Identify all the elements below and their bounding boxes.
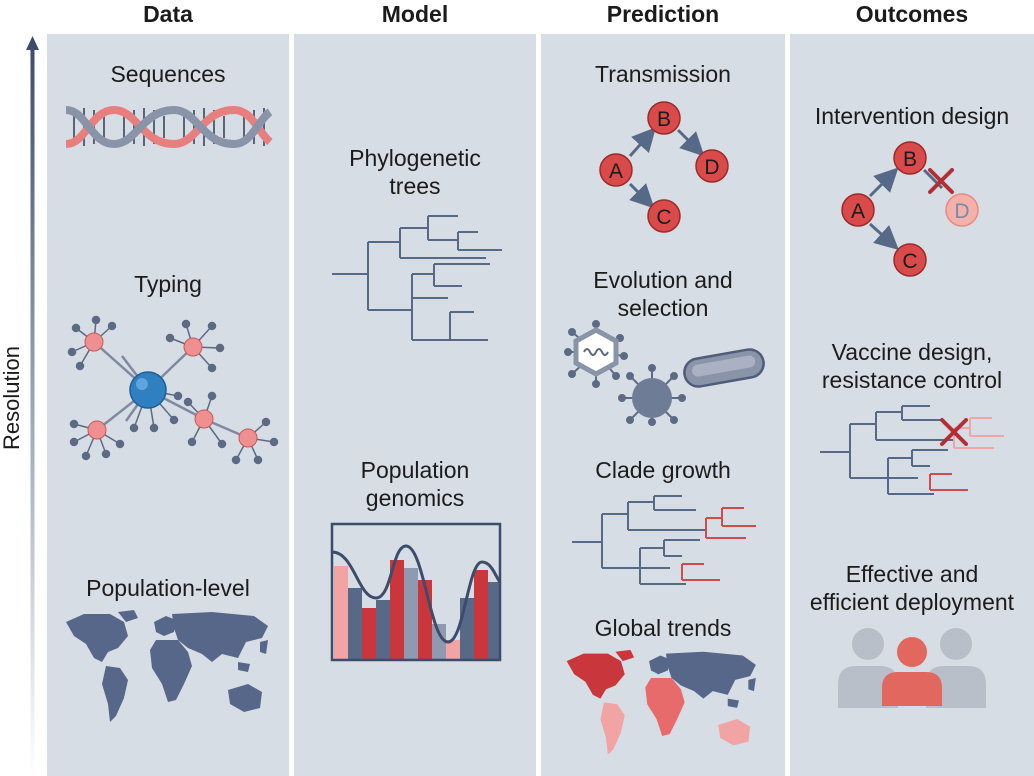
transmission-node-a: A <box>599 153 633 187</box>
svg-text:C: C <box>902 250 917 273</box>
header-prediction: Prediction <box>606 1 720 27</box>
transmission-network: A B D C <box>599 101 729 233</box>
deployment-label-line1: Effective and <box>845 561 979 587</box>
phylogenetic-trees-label-line2: trees <box>389 173 441 199</box>
genomics-bars <box>334 560 500 660</box>
resolution-axis-arrowhead <box>26 36 39 50</box>
deployment-label-line2: efficient deployment <box>809 589 1015 615</box>
population-genomics-label-line1: Population <box>360 457 470 483</box>
dna-icon <box>65 105 273 149</box>
phylogenetic-trees-label-line1: Phylogenetic <box>349 145 481 171</box>
global-trends-label: Global trends <box>594 615 732 641</box>
transmission-node-c: C <box>647 199 681 233</box>
intervention-design-label: Intervention design <box>814 103 1010 129</box>
resolution-axis-line <box>30 44 35 776</box>
svg-text:D: D <box>954 200 969 223</box>
resolution-axis-label: Resolution <box>0 346 24 450</box>
evolution-label-line1: Evolution and <box>593 267 733 293</box>
people-icon <box>838 628 986 708</box>
svg-text:A: A <box>851 200 865 223</box>
pathogen-icons <box>564 320 765 426</box>
svg-text:C: C <box>656 206 671 229</box>
transmission-node-b: B <box>647 101 681 135</box>
clade-growth-tree <box>572 495 756 585</box>
header-model: Model <box>381 1 449 27</box>
vaccine-design-tree <box>820 405 1004 495</box>
resistance-block-x-icon <box>940 418 968 446</box>
header-outcomes: Outcomes <box>855 1 969 27</box>
header-data: Data <box>143 1 193 27</box>
transmission-node-d: D <box>695 149 729 183</box>
world-map-data <box>66 610 268 722</box>
typing-label: Typing <box>134 271 202 297</box>
blocked-transmission-x-icon <box>928 168 954 194</box>
clade-growth-label: Clade growth <box>595 457 731 483</box>
population-genomics-chart <box>330 522 502 662</box>
resolution-axis <box>26 36 39 776</box>
bacterium-icon <box>683 348 765 388</box>
vaccine-design-label-line2: resistance control <box>821 367 1003 393</box>
population-genomics-label-line2: genomics <box>365 485 465 511</box>
evolution-label-line2: selection <box>617 295 709 321</box>
population-level-label: Population-level <box>86 575 250 601</box>
svg-text:B: B <box>657 108 671 131</box>
typing-network <box>67 315 279 465</box>
intervention-node-a: A <box>841 193 875 227</box>
svg-text:D: D <box>704 156 719 179</box>
intervention-node-d: D <box>945 193 979 227</box>
transmission-label: Transmission <box>595 61 731 87</box>
svg-text:B: B <box>903 148 917 171</box>
svg-text:A: A <box>609 160 623 183</box>
vaccine-design-label-line1: Vaccine design, <box>831 339 993 365</box>
phylogenetic-tree <box>332 215 502 341</box>
intervention-node-b: B <box>893 141 927 175</box>
intervention-network: A B D C <box>841 141 979 277</box>
sequences-label: Sequences <box>110 61 226 87</box>
world-map-trends <box>566 649 756 755</box>
intervention-node-c: C <box>893 243 927 277</box>
